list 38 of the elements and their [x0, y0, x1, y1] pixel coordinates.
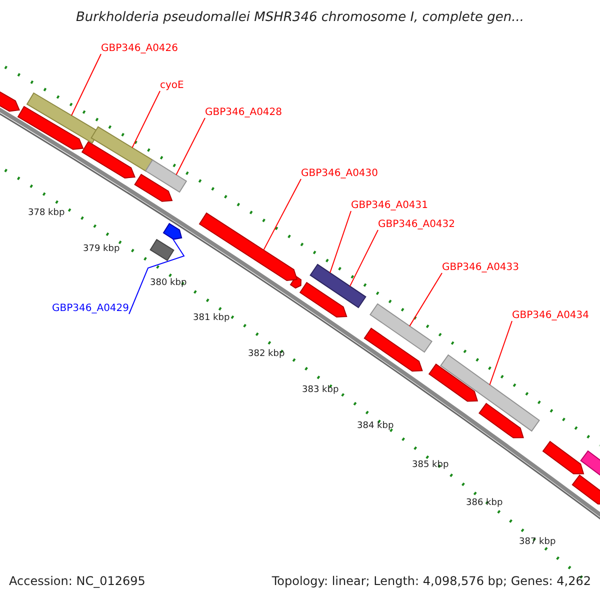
gene-label: GBP346_A0428 [205, 107, 282, 119]
leader-line [70, 54, 102, 116]
leader-line [489, 320, 512, 386]
gene-feature [198, 212, 298, 282]
tick-label: 379 kbp [83, 243, 120, 255]
leader-line [409, 272, 442, 327]
gene-feature [440, 354, 540, 432]
gene-feature [310, 264, 366, 308]
leader-line [330, 210, 352, 274]
tick-label: 381 kbp [193, 312, 230, 324]
gene-feature [370, 303, 432, 353]
leader-line [128, 238, 185, 314]
footer-text: Topology: linear; Length: 4,098,576 bp; Genes: 4,262 [272, 574, 591, 588]
gene-label: GBP346_A0432 [378, 219, 456, 231]
gene-feature [90, 126, 154, 172]
leader-line [349, 230, 378, 287]
gene-feature [162, 222, 182, 240]
tick-label: 387 kbp [519, 536, 556, 548]
gene-label: GBP346_A0430 [301, 168, 378, 180]
tick-label: 384 kbp [357, 420, 394, 432]
tick-label: 382 kbp [248, 348, 285, 360]
leader-line [132, 90, 160, 148]
gene-label: GBP346_A0431 [351, 200, 428, 212]
tick-label: 378 kbp [28, 207, 65, 219]
footer-text: Accession: NC_012695 [9, 574, 146, 588]
gene-label: cyoE [160, 80, 184, 92]
gene-label: GBP346_A0429 [52, 303, 130, 315]
tick-label: 386 kbp [466, 497, 503, 509]
gene-feature [144, 159, 188, 193]
leader-line [263, 178, 302, 251]
chart-title: Burkholderia pseudomallei MSHR346 chromosome I, complete gen... [74, 10, 526, 26]
gene-label: GBP346_A0434 [512, 310, 590, 322]
tick-label: 380 kbp [150, 277, 187, 289]
leader-line [176, 118, 206, 176]
gene-label: GBP346_A0426 [101, 43, 178, 55]
gene-label: GBP346_A0433 [442, 262, 520, 274]
tick-label: 385 kbp [412, 459, 449, 471]
tick-label: 383 kbp [302, 384, 339, 396]
